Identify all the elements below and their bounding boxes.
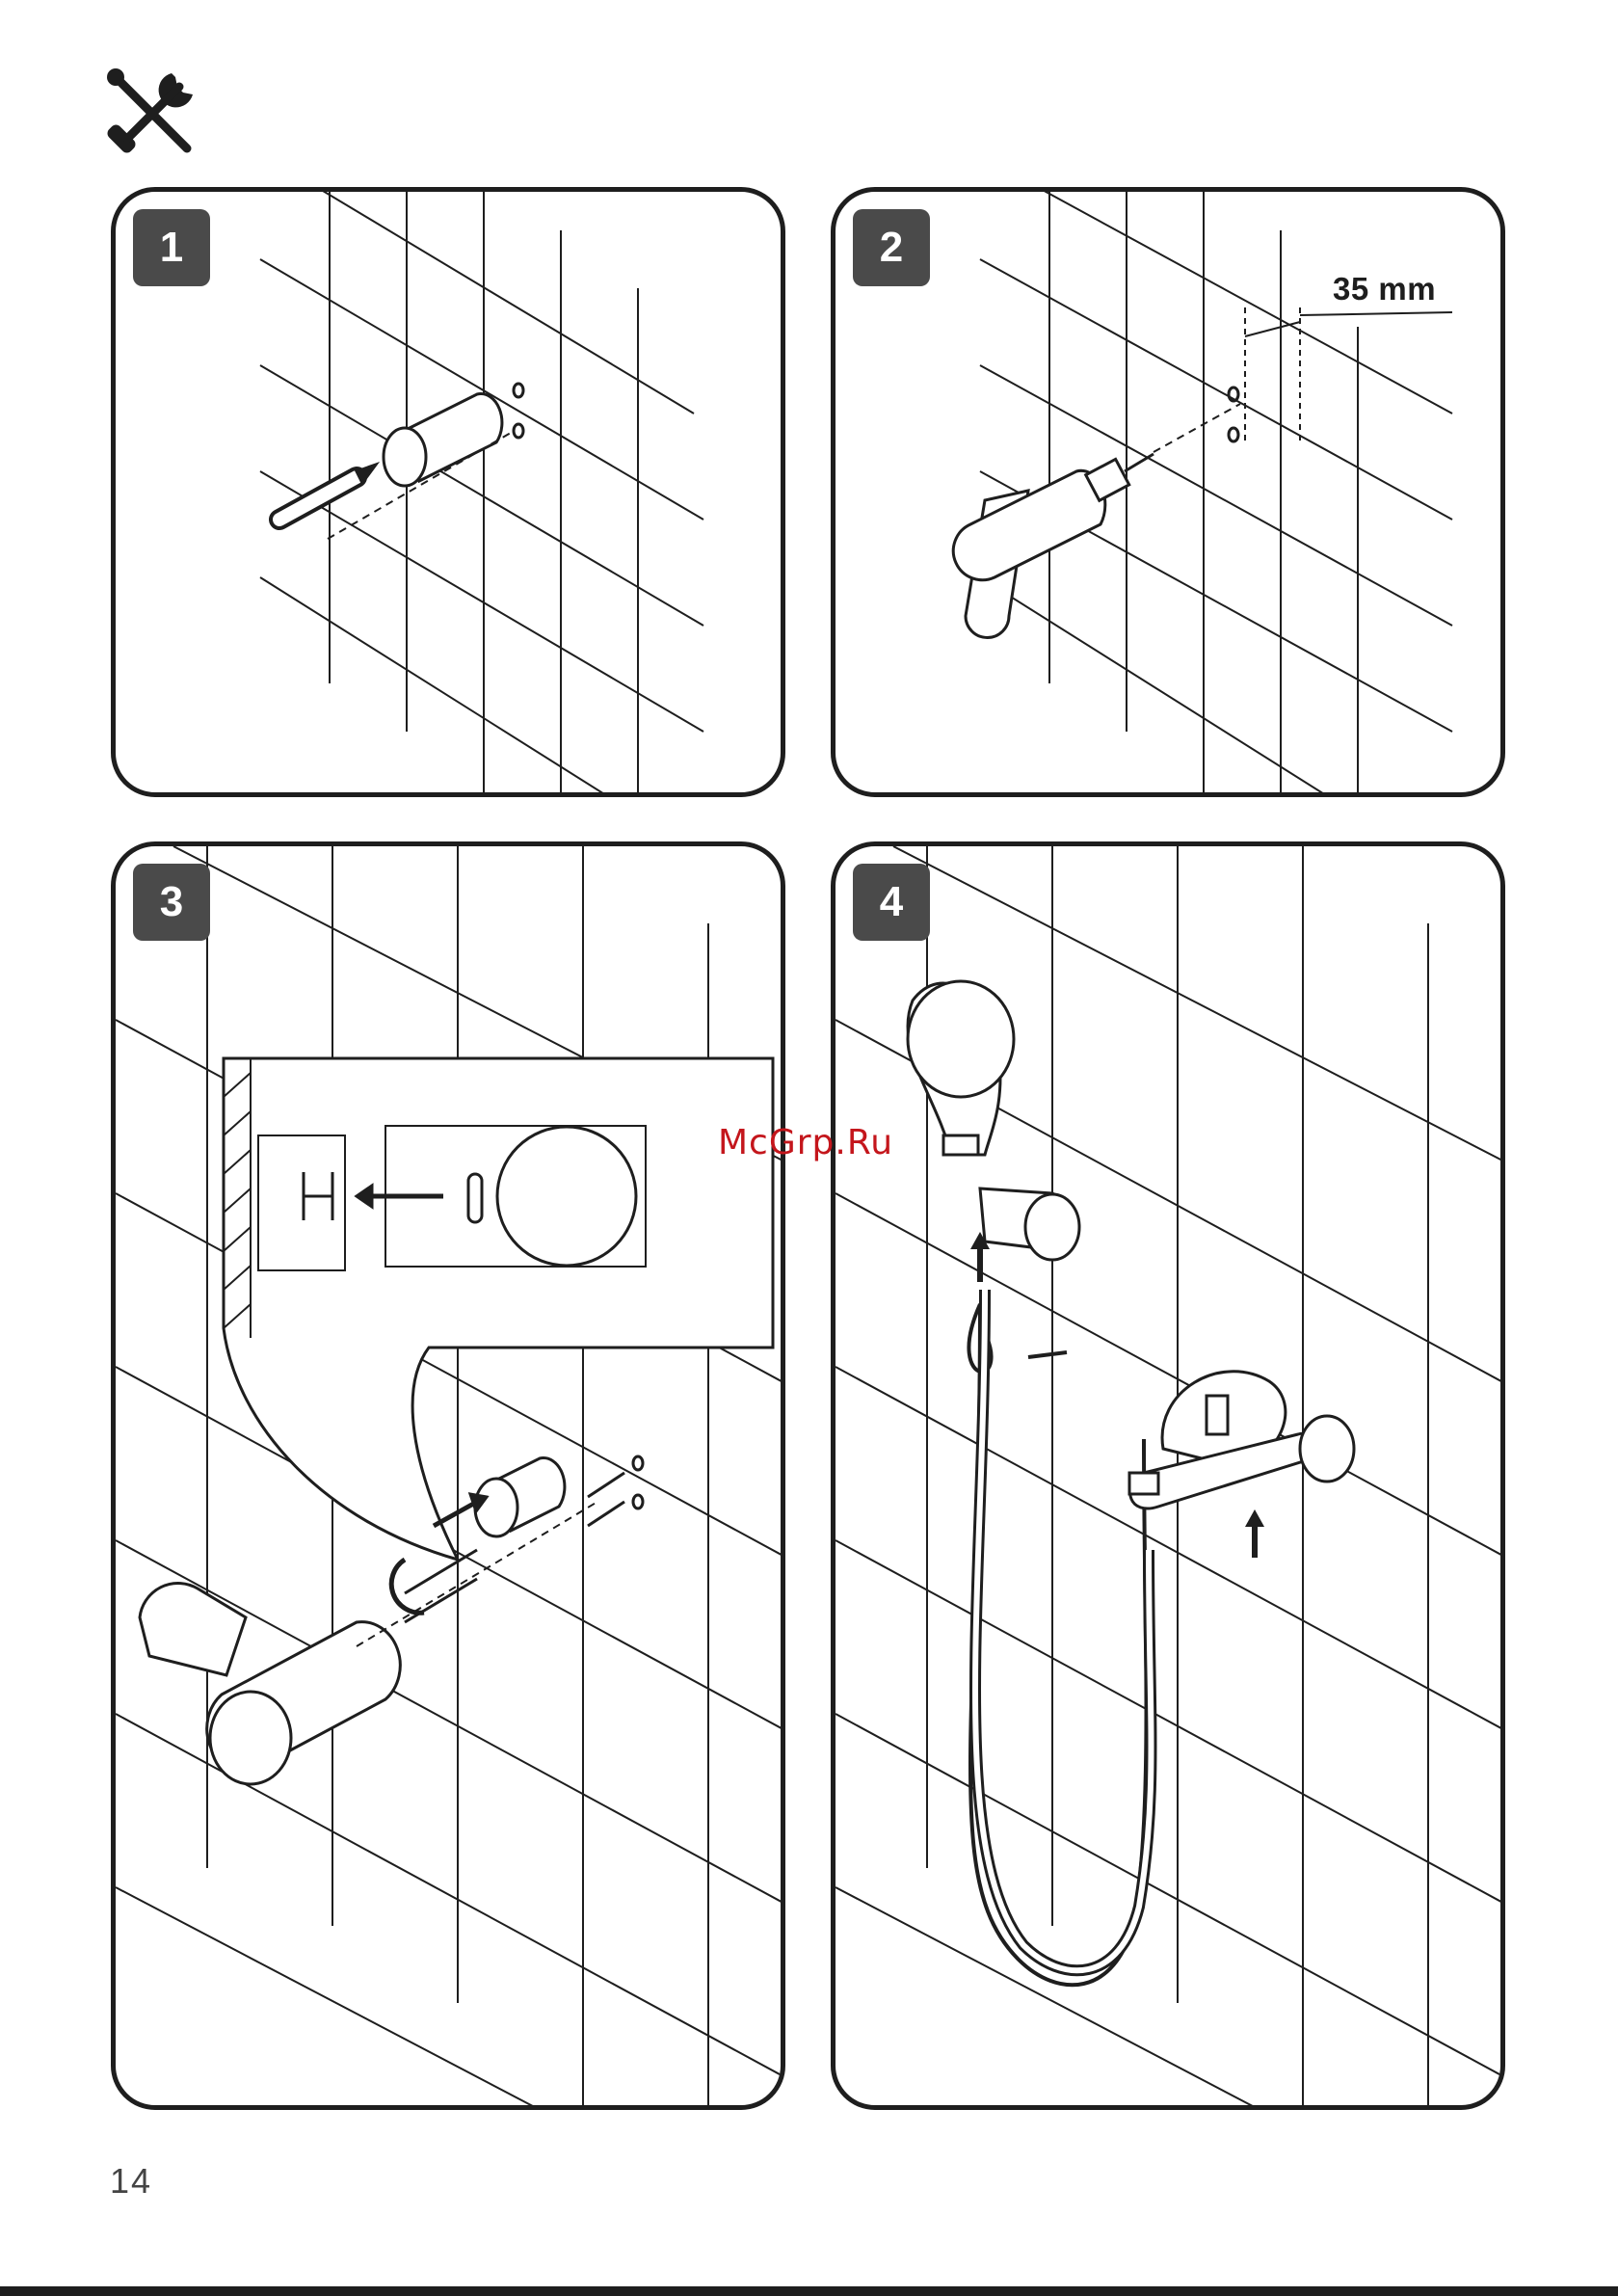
bottom-rule (0, 2286, 1618, 2296)
hole-spacing-label: 35 mm (1333, 271, 1436, 307)
wall-tile-lines (116, 846, 785, 2110)
page-number: 14 (110, 2161, 152, 2202)
step-4-panel: 4 (831, 841, 1505, 2110)
hand-shower-hose-connection-icon (908, 981, 1354, 1985)
step-1-panel: 1 (111, 187, 785, 797)
tools-icon (104, 66, 200, 162)
step-2-panel: 2 35 mm (831, 187, 1505, 797)
step-number-badge: 2 (853, 209, 930, 286)
drill-icon (953, 454, 1154, 638)
step-number-badge: 4 (853, 864, 930, 941)
step-number-badge: 3 (133, 864, 210, 941)
dimension-lines (1229, 307, 1452, 442)
step-3-panel: 3 (111, 841, 785, 2110)
wall-tile-lines (116, 192, 785, 797)
watermark-text: McGrp.Ru (718, 1123, 893, 1162)
step-number-badge: 1 (133, 209, 210, 286)
wall-tile-lines (836, 846, 1505, 2110)
